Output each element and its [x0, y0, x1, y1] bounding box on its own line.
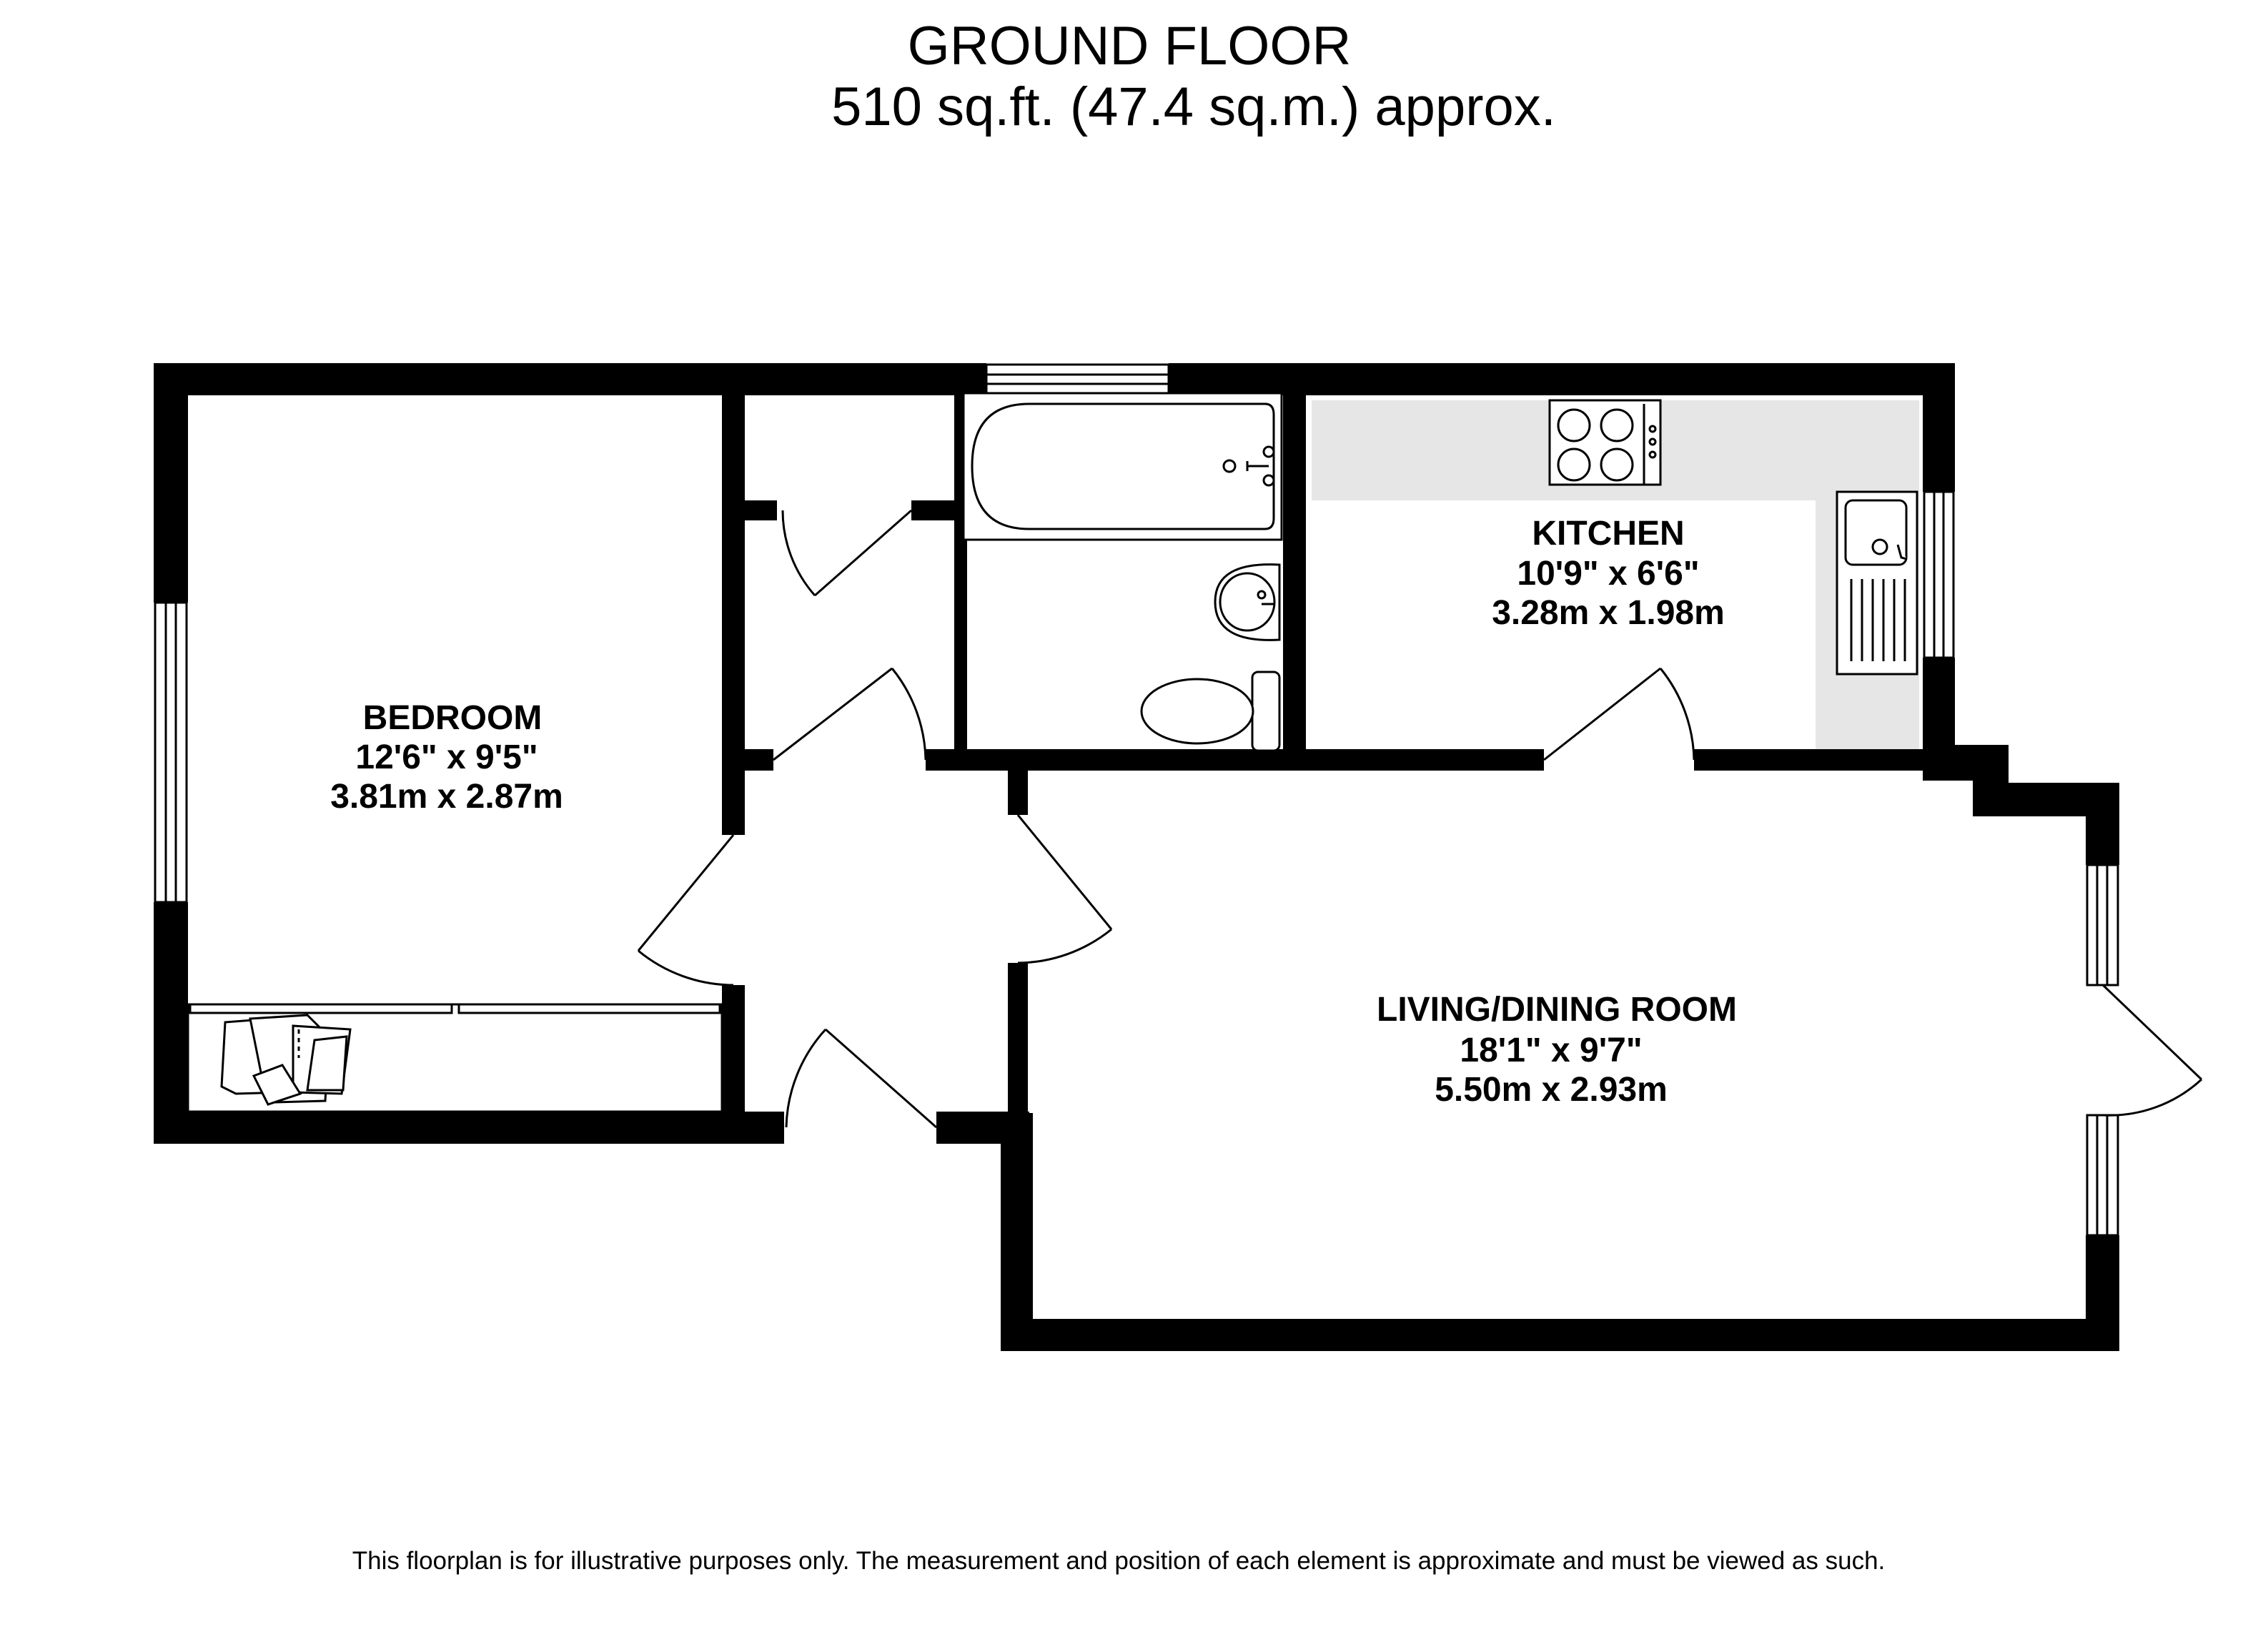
bedroom-bottom-wall: [154, 1112, 783, 1144]
hall-bottom-stub-left: [745, 1112, 784, 1144]
kitchen-label: KITCHEN 10'9" x 6'6" 3.28m x 1.98m: [1492, 515, 1725, 632]
kitchen-metric: 3.28m x 1.98m: [1492, 594, 1725, 632]
patio-door: [2101, 984, 2203, 1117]
floor-area: 510 sq.ft. (47.4 sq.m.) approx.: [831, 76, 1556, 137]
bedroom-left-wall-upper: [154, 363, 188, 603]
hall-top-wall: [926, 749, 1315, 771]
bathroom-fixtures: [962, 392, 1283, 752]
living-metric: 5.50m x 2.93m: [1435, 1071, 1668, 1109]
bathroom-door: [773, 667, 927, 761]
living-window-lower: [2086, 1114, 2119, 1237]
living-bottom-wall: [1001, 1319, 2119, 1351]
kitchen-bottom-wall-left: [1287, 749, 1544, 771]
bedroom-left-wall-lower: [154, 902, 188, 1144]
kitchen-door: [1543, 667, 1695, 761]
kitchen-right-wall-upper: [1923, 363, 1955, 492]
living-label: LIVING/DINING ROOM 18'1" x 9'7" 5.50m x …: [1377, 991, 1737, 1109]
cupboard-stub-right: [911, 500, 954, 520]
hob-icon: [1548, 399, 1662, 486]
bedroom-right-wall-lower: [722, 985, 745, 1144]
cupboard-door: [781, 509, 912, 597]
basin-icon: [1214, 563, 1281, 641]
bedroom-right-wall-upper: [722, 386, 745, 835]
living-name: LIVING/DINING ROOM: [1377, 991, 1737, 1029]
living-left-wall-upper: [1008, 771, 1028, 815]
windows: [154, 363, 2119, 1237]
living-door: [1016, 814, 1113, 964]
bath-icon: [962, 392, 1283, 541]
bedroom-metric: 3.81m x 2.87m: [330, 778, 563, 816]
top-wall-left: [154, 363, 986, 395]
bathroom-window: [985, 363, 1170, 395]
living-left-wall-middle: [1008, 963, 1028, 1113]
entrance-door: [785, 1028, 937, 1129]
sink-icon: [1836, 490, 1918, 676]
kitchen-bottom-wall-right: [1694, 749, 1937, 771]
toilet-icon: [1140, 671, 1281, 752]
living-left-wall-lower: [1001, 1113, 1033, 1351]
kitchen-left-wall: [1283, 386, 1306, 771]
cupboard-stub-left: [745, 500, 777, 520]
bedroom-name: BEDROOM: [363, 699, 543, 737]
bedroom-imperial: 12'6" x 9'5": [355, 738, 538, 776]
living-window-upper: [2086, 864, 2119, 986]
kitchen-window: [1923, 490, 1955, 659]
floor-title: GROUND FLOOR: [908, 16, 1352, 76]
bedroom-door: [637, 834, 735, 986]
hall-top-stub: [745, 749, 773, 771]
disclaimer: This floorplan is for illustrative purpo…: [352, 1547, 1886, 1575]
wardrobe-icon: [187, 1003, 723, 1113]
doors: [637, 509, 2203, 1129]
bedroom-window: [154, 601, 188, 904]
kitchen-imperial: 10'9" x 6'6": [1517, 555, 1699, 593]
kitchen-fixtures: [1548, 399, 1918, 676]
walls: [154, 363, 2119, 1351]
kitchen-name: KITCHEN: [1532, 515, 1684, 553]
bedroom-label: BEDROOM 12'6" x 9'5" 3.81m x 2.87m: [330, 699, 563, 816]
hall-bottom-stub-right: [936, 1112, 1029, 1144]
living-right-wall-top: [2086, 783, 2119, 865]
living-imperial: 18'1" x 9'7": [1460, 1032, 1642, 1069]
